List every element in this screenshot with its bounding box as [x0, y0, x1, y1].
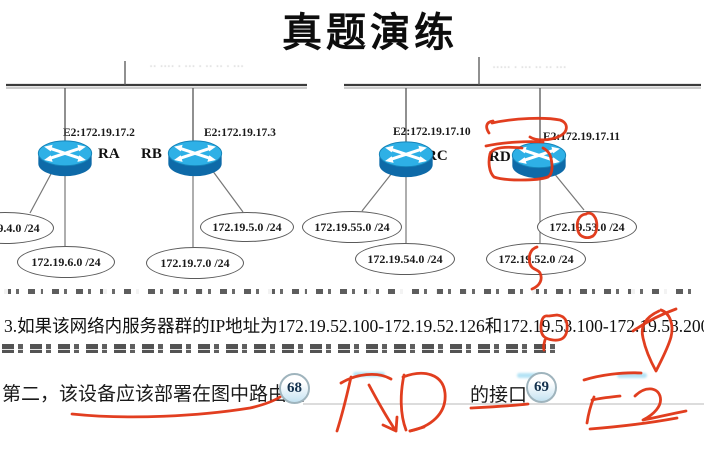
subnet-172-19-52: 172.19.52.0 /24 [486, 243, 586, 275]
bus-right-label: ····· · ··· ·· ·· ··· [493, 64, 568, 71]
router-label-ra: RA [98, 146, 120, 162]
highlight-smudge [517, 373, 541, 378]
question-text: 3.如果该网络内服务器群的IP地址为172.19.52.100-172.19.5… [4, 316, 704, 336]
subnet-172-19-53: 172.19.53.0 /24 [537, 211, 637, 243]
iface-label-rb: E2:172.19.17.3 [204, 127, 276, 139]
router-label-rb: RB [141, 146, 162, 162]
router-icon-rc [378, 141, 434, 178]
page-title: 真题演练 [282, 10, 458, 55]
highlight-smudge [617, 373, 647, 378]
highlight-smudge [353, 372, 385, 377]
iface-label-rc: E2:172.19.17.10 [393, 126, 471, 138]
answer-blank-69: 69 [526, 372, 557, 403]
answer-middle: 的接口 [470, 385, 528, 406]
router-icon-rd [511, 142, 567, 179]
subnet-172-19-6: 172.19.6.0 /24 [17, 246, 115, 278]
clipped-text-row-bottom [2, 344, 558, 353]
subnet-172-19-7: 172.19.7.0 /24 [146, 247, 244, 279]
bus-left-label: ·· ···· · ··· · ·· ·· · ··· [150, 63, 245, 70]
subnet-172-19-55: 172.19.55.0 /24 [302, 211, 402, 243]
router-icon-ra [37, 140, 93, 177]
subnet-172-19-5: 172.19.5.0 /24 [200, 212, 294, 242]
answer-prefix: 第二，该设备应该部署在图中路由器 [2, 384, 307, 405]
iface-label-ra: E2:172.19.17.2 [63, 127, 135, 139]
answer-blank-68: 68 [279, 373, 310, 404]
router-icon-rb [167, 140, 223, 177]
subnet-172-19-54: 172.19.54.0 /24 [355, 243, 455, 275]
clipped-text-row-top [4, 289, 696, 294]
